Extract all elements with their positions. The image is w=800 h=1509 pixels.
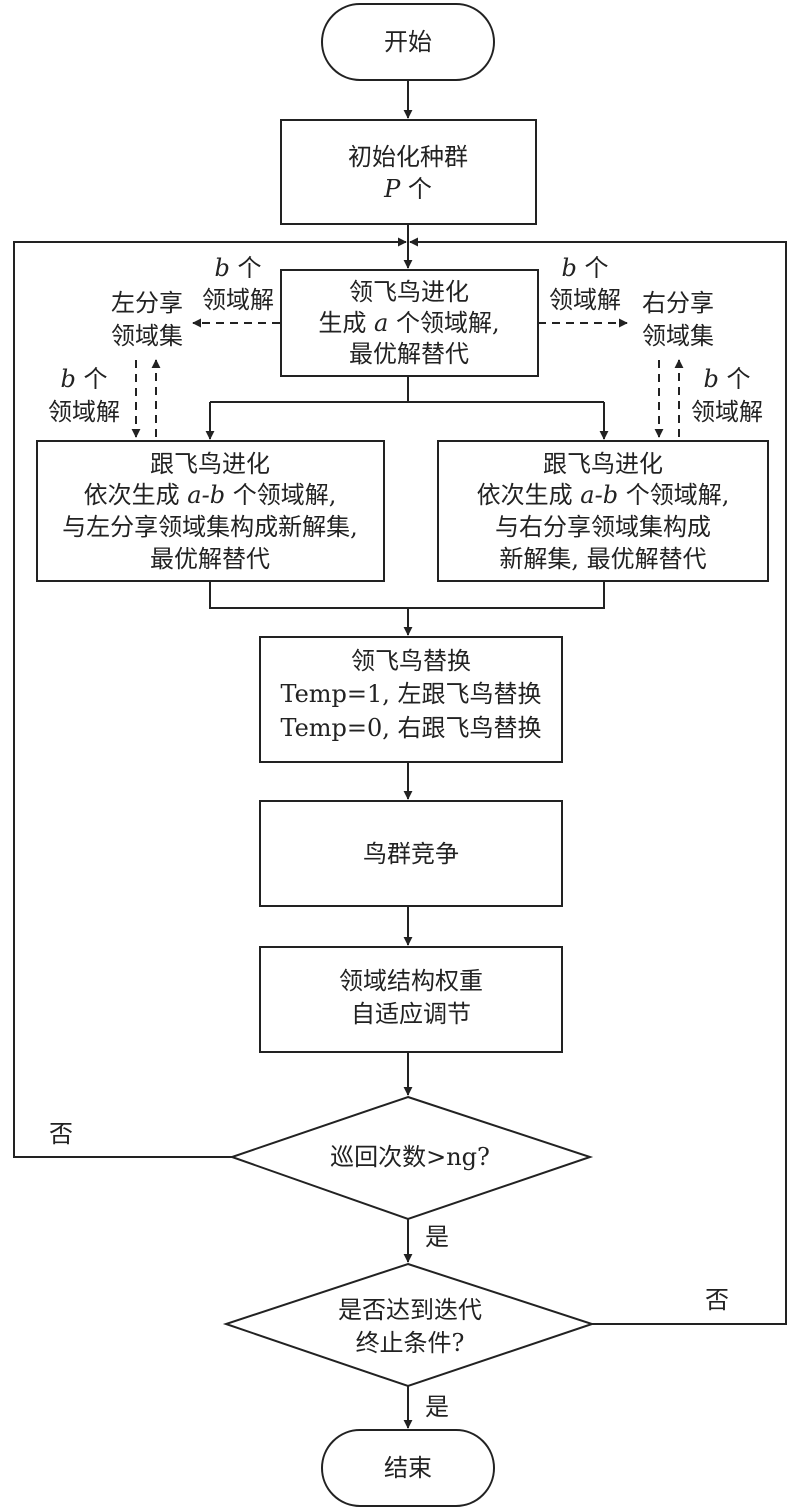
leader-line1: 领飞鸟进化 — [349, 278, 469, 306]
decision1-label: 巡回次数>ng? — [330, 1143, 490, 1171]
label-b-count-leader-right: b 个 — [561, 254, 608, 282]
weight-line1: 领域结构权重 — [339, 967, 483, 995]
init-node: 初始化种群 P 个 — [280, 119, 537, 225]
left-follower-line1: 跟飞鸟进化 — [150, 450, 270, 478]
weight-adjust-node: 领域结构权重 自适应调节 — [259, 946, 563, 1053]
decision-terminate-node: 是否达到迭代 终止条件? — [222, 1262, 596, 1388]
left-follower-line3: 与左分享领域集构成新解集, — [62, 513, 358, 541]
leader-replace-node: 领飞鸟替换 Temp=1, 左跟飞鸟替换 Temp=0, 右跟飞鸟替换 — [259, 636, 563, 763]
label-yes-decision1: 是 — [425, 1223, 449, 1251]
connectors — [13, 80, 787, 1429]
label-b-solutions-leader-right: 领域解 — [549, 286, 621, 314]
leader-line3: 最优解替代 — [349, 340, 469, 368]
start-label: 开始 — [384, 28, 432, 56]
label-no-decision1: 否 — [49, 1120, 73, 1148]
left-share-line2: 领域集 — [111, 322, 183, 350]
label-b-count-right-follower: b 个 — [703, 365, 750, 393]
label-b-solutions-left-follower: 领域解 — [48, 398, 120, 426]
leader-line2: 生成 a 个领域解, — [318, 309, 499, 337]
right-follower-line1: 跟飞鸟进化 — [543, 450, 663, 478]
loop-decision2-no — [409, 237, 787, 1325]
label-b-solutions-leader-left: 领域解 — [202, 286, 274, 314]
compete-label: 鸟群竞争 — [363, 840, 459, 868]
right-follower-line2: 依次生成 a-b 个领域解, — [477, 481, 730, 509]
init-line1: 初始化种群 — [348, 143, 468, 171]
decision2-line1: 是否达到迭代 — [338, 1296, 482, 1324]
replace-line3: Temp=0, 右跟飞鸟替换 — [280, 714, 541, 742]
decision-patrol-node: 巡回次数>ng? — [228, 1095, 594, 1221]
leader-evolution-node: 领飞鸟进化 生成 a 个领域解, 最优解替代 — [280, 269, 539, 377]
line-followers-merge — [209, 581, 605, 609]
label-no-decision2: 否 — [705, 1286, 729, 1314]
label-b-count-leader-left: b 个 — [214, 254, 261, 282]
end-label: 结束 — [384, 1454, 432, 1482]
start-node: 开始 — [321, 3, 495, 81]
right-follower-node: 跟飞鸟进化 依次生成 a-b 个领域解, 与右分享领域集构成 新解集, 最优解替… — [437, 440, 769, 582]
edge-labels: b 个 领域解 b 个 领域解 b 个 领域解 b 个 领域解 否 是 否 是 — [48, 254, 763, 1421]
left-follower-line2: 依次生成 a-b 个领域解, — [84, 481, 337, 509]
label-b-count-left-follower: b 个 — [60, 365, 107, 393]
line-leader-split — [210, 376, 604, 403]
left-share-node: 左分享 领域集 — [111, 289, 183, 350]
weight-line2: 自适应调节 — [351, 1000, 471, 1028]
left-follower-line4: 最优解替代 — [150, 545, 270, 573]
init-line2: P 个 — [383, 175, 432, 203]
left-follower-node: 跟飞鸟进化 依次生成 a-b 个领域解, 与左分享领域集构成新解集, 最优解替代 — [36, 440, 385, 582]
label-yes-decision2: 是 — [425, 1393, 449, 1421]
label-b-solutions-right-follower: 领域解 — [691, 398, 763, 426]
right-follower-line3: 与右分享领域集构成 — [495, 513, 711, 541]
right-share-line2: 领域集 — [642, 322, 714, 350]
decision2-line2: 终止条件? — [356, 1329, 465, 1357]
end-node: 结束 — [321, 1429, 495, 1507]
loop-decision1-no — [13, 237, 407, 1158]
left-share-line1: 左分享 — [111, 289, 183, 317]
replace-line1: 领飞鸟替换 — [351, 647, 471, 675]
right-share-line1: 右分享 — [642, 289, 714, 317]
right-follower-line4: 新解集, 最优解替代 — [499, 545, 706, 573]
compete-node: 鸟群竞争 — [259, 800, 563, 907]
replace-line2: Temp=1, 左跟飞鸟替换 — [280, 680, 541, 708]
right-share-node: 右分享 领域集 — [642, 289, 714, 350]
